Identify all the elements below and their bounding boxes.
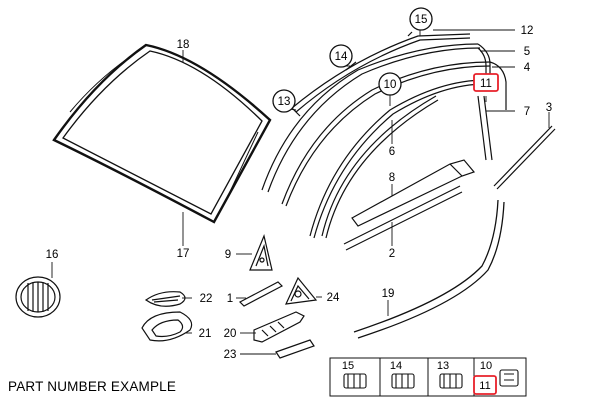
label-18: 18 [177,39,190,51]
door-strip-3 [493,125,556,190]
door-seal-19 [353,199,505,339]
strip-23 [275,339,315,359]
trim-22 [144,291,186,307]
callout-circles [272,7,433,113]
label-7: 7 [524,106,530,118]
label-9: 9 [225,249,231,261]
highlight-box-11-clips [473,375,497,395]
label-5: 5 [524,46,530,58]
clip-label-11: 11 [479,380,490,392]
callout-labels: 18 17 13 14 15 12 5 4 11 10 7 3 6 8 2 19… [46,14,553,361]
clip-label-10: 10 [480,360,492,372]
pillar-trim [477,95,493,161]
label-4: 4 [524,62,531,74]
strip-1 [238,281,284,307]
label-2: 2 [389,248,395,260]
label-11: 11 [480,78,492,90]
label-21: 21 [199,328,212,340]
label-23: 23 [224,349,237,361]
label-8: 8 [389,172,395,184]
window-frame-molding [321,95,439,239]
label-1: 1 [227,293,233,305]
caption: PART NUMBER EXAMPLE [8,379,177,394]
warning-sticker-24 [284,276,318,305]
label-20: 20 [224,328,237,340]
triangle-trim-9 [249,234,273,271]
lower-strip-2 [343,185,463,251]
label-19: 19 [382,288,395,300]
label-14: 14 [335,51,348,63]
clips-box-labels: 15 14 13 10 11 [342,360,492,392]
label-10: 10 [384,79,397,91]
sill-strip-8 [351,159,476,227]
label-24: 24 [327,292,340,304]
handle-20 [253,311,305,343]
label-6: 6 [389,146,395,158]
clip-label-14: 14 [390,360,402,372]
roof-moldings [261,31,507,239]
grille-16 [15,276,61,318]
label-22: 22 [200,293,213,305]
label-16: 16 [46,249,59,261]
clip-label-13: 13 [437,360,449,372]
label-12: 12 [521,25,534,37]
label-3: 3 [546,102,552,114]
label-15: 15 [415,14,428,26]
label-17: 17 [177,248,190,260]
leader-lines [51,28,550,355]
clips-box [329,357,527,397]
bracket-21 [141,311,193,342]
windshield [52,43,272,224]
label-13: 13 [278,96,291,108]
highlight-box-11-main [473,73,499,92]
clip-label-15: 15 [342,360,354,372]
